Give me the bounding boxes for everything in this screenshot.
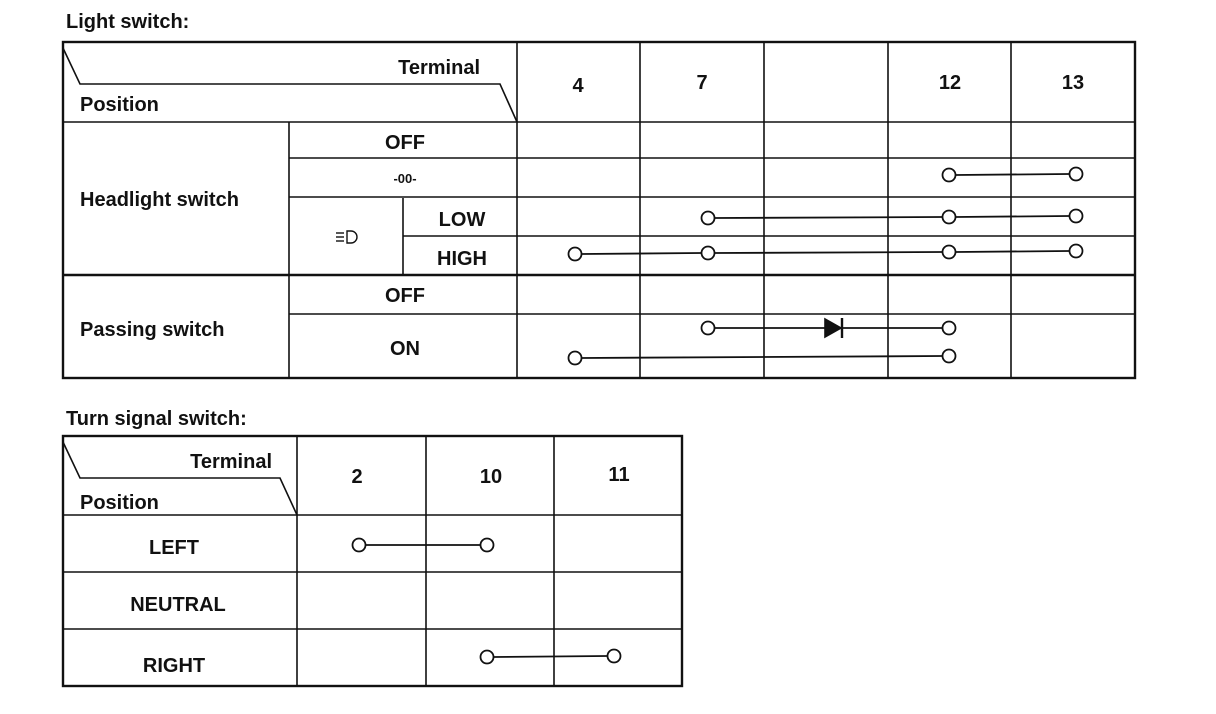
diode-icon (824, 317, 844, 339)
turn-position-neutral: NEUTRAL (130, 594, 226, 616)
light-terminal-7: 7 (696, 72, 707, 94)
light-header-terminal: Terminal (398, 57, 480, 79)
parking-light-icon: -00- (393, 171, 416, 186)
turn-position-right: RIGHT (143, 655, 205, 677)
headlight-icon (336, 230, 358, 244)
passing-position-on: ON (390, 338, 420, 360)
light-terminal-13: 13 (1062, 72, 1084, 94)
parking-light-label: -00- (393, 171, 416, 186)
turn-signal-table-frame (61, 434, 684, 688)
continuity-node (479, 537, 495, 553)
light-switch-table-frame (61, 40, 1137, 380)
continuity-wire (581, 355, 943, 359)
continuity-node (567, 350, 583, 366)
continuity-node (941, 167, 957, 183)
continuity-wire (955, 250, 1070, 253)
headlight-position-high: HIGH (437, 248, 487, 270)
continuity-node (941, 348, 957, 364)
headlight-position-low: LOW (439, 209, 486, 231)
turn-header-corner (62, 441, 298, 516)
continuity-wire (714, 216, 943, 219)
continuity-node (700, 245, 716, 261)
turn-header-position: Position (80, 492, 159, 514)
continuity-node (479, 649, 495, 665)
passing-position-off: OFF (385, 285, 425, 307)
continuity-node (941, 209, 957, 225)
turn-continuity-marks (351, 537, 622, 665)
light-terminal-4: 4 (572, 75, 584, 97)
headlight-switch-label: Headlight switch (80, 189, 239, 211)
turn-position-left: LEFT (149, 537, 199, 559)
light-switch-title: Light switch: (66, 11, 189, 33)
continuity-node (1068, 243, 1084, 259)
light-header-corner (62, 47, 518, 123)
continuity-node (700, 210, 716, 226)
continuity-wire (493, 655, 608, 658)
headlight-position-off: OFF (385, 132, 425, 154)
turn-terminal-11: 11 (608, 464, 629, 486)
light-header-position: Position (80, 94, 159, 116)
continuity-node (567, 246, 583, 262)
turn-signal-switch-title: Turn signal switch: (66, 408, 247, 430)
continuity-node (351, 537, 367, 553)
continuity-wire (955, 215, 1070, 218)
turn-terminal-2: 2 (351, 466, 362, 488)
continuity-node (941, 320, 957, 336)
continuity-wire (955, 173, 1070, 176)
continuity-node (1068, 208, 1084, 224)
light-continuity-marks (567, 166, 1084, 366)
light-switch-section: Light switch: Terminal Position 4 7 12 1… (61, 11, 1137, 380)
light-terminal-12: 12 (939, 72, 961, 94)
continuity-node (700, 320, 716, 336)
turn-header-terminal: Terminal (190, 451, 272, 473)
continuity-node (1068, 166, 1084, 182)
turn-signal-switch-section: Turn signal switch: Terminal Position 2 … (61, 408, 684, 688)
passing-switch-label: Passing switch (80, 319, 225, 341)
turn-terminal-10: 10 (480, 466, 502, 488)
continuity-wire (714, 251, 943, 254)
continuity-wire (581, 252, 702, 255)
continuity-node (606, 648, 622, 664)
continuity-node (941, 244, 957, 260)
